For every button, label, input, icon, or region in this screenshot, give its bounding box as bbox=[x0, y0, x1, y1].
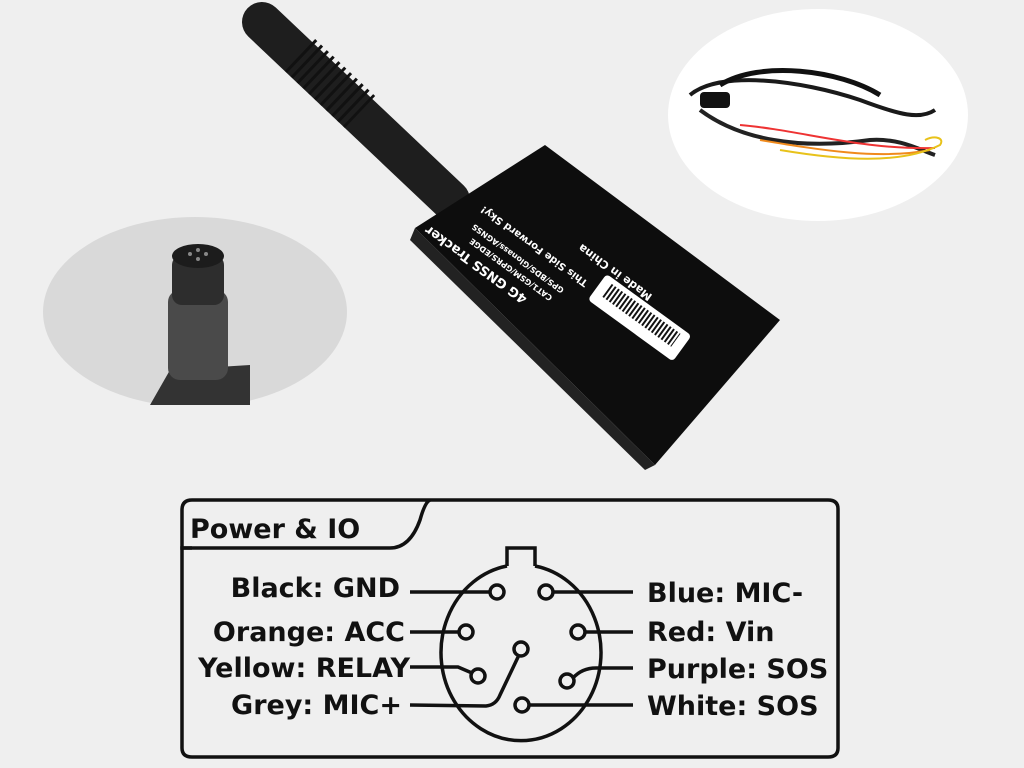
antenna bbox=[242, 2, 470, 220]
diagram-frame bbox=[180, 498, 840, 759]
pin-label-black: Black: GND bbox=[231, 573, 400, 604]
pin-label-grey: Grey: MIC+ bbox=[231, 690, 402, 721]
pin-label-orange: Orange: ACC bbox=[213, 617, 405, 648]
pin-label-blue: Blue: MIC- bbox=[647, 578, 803, 609]
cable-harness-photo bbox=[668, 9, 968, 221]
pinout-diagram bbox=[180, 498, 840, 759]
tracker-device: 4G GNSS Tracker CAT1/GSM/GPRS/EDGE GPS/B… bbox=[410, 145, 780, 470]
wire-purple bbox=[571, 666, 633, 680]
pin-label-yellow: Yellow: RELAY bbox=[197, 653, 410, 684]
pin-label-red: Red: Vin bbox=[647, 617, 775, 648]
wire-yellow bbox=[410, 665, 473, 675]
pin-label-white: White: SOS bbox=[647, 691, 819, 722]
connector-key bbox=[505, 546, 537, 566]
connector-closeup bbox=[43, 217, 347, 405]
wire-grey bbox=[409, 654, 521, 708]
diagram-title-tab bbox=[180, 498, 431, 550]
connector-outline bbox=[439, 564, 603, 743]
pin-label-purple: Purple: SOS bbox=[647, 654, 828, 685]
diagram-title: Power & IO bbox=[190, 514, 360, 545]
